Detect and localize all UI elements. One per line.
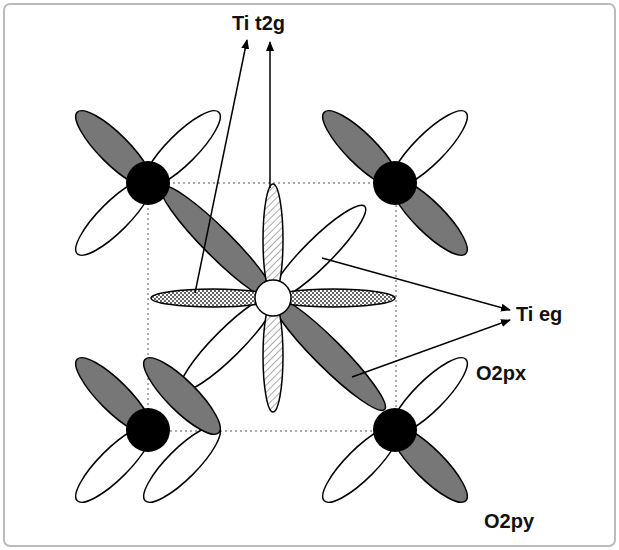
label-text: Ti t2g xyxy=(230,12,287,34)
label-text: Ti eg xyxy=(514,303,564,325)
t2g-lobes xyxy=(151,184,395,412)
oxygen-lobes xyxy=(67,102,477,512)
leader-arrows xyxy=(195,40,510,377)
frame xyxy=(4,4,615,546)
label-text: O2py xyxy=(482,510,536,532)
atoms xyxy=(126,161,417,452)
label-text: O2px xyxy=(474,362,528,384)
